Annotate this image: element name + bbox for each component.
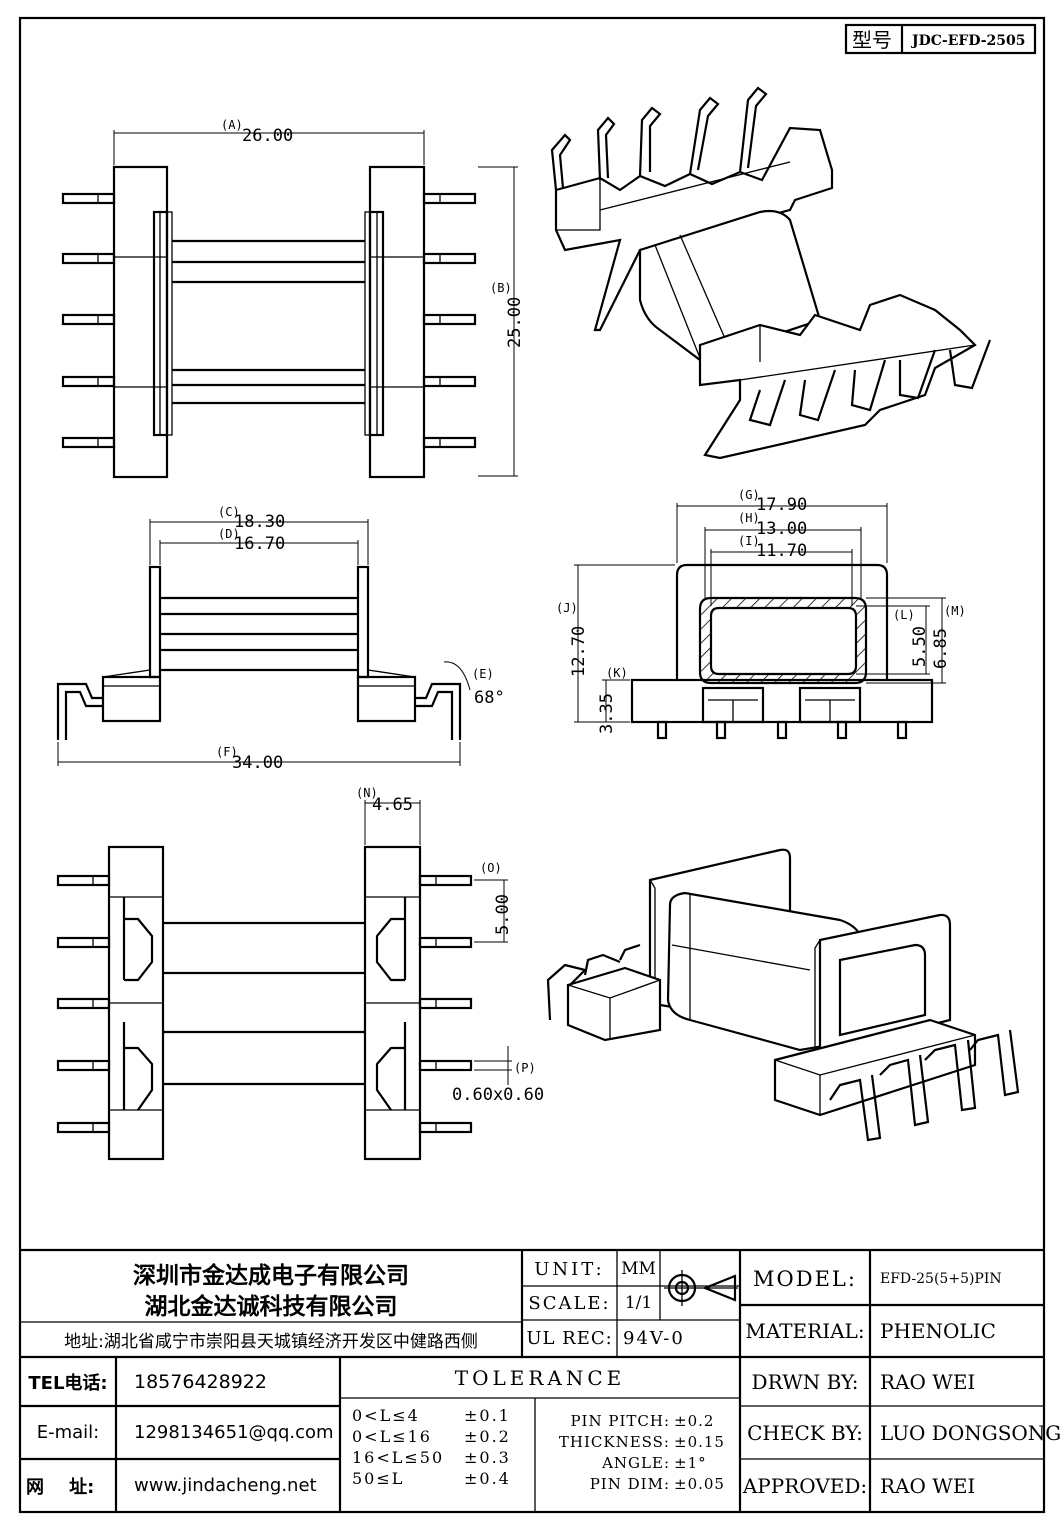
dim-e-value: 68° [474, 688, 505, 708]
projection-symbol [664, 1270, 738, 1306]
dim-d-value: 16.70 [234, 534, 285, 554]
dim-a-value: 26.00 [242, 126, 293, 146]
dim-i-letter: (I) [738, 534, 760, 548]
dim-b-letter: (B) [490, 281, 512, 295]
dim-n-letter: (N) [356, 786, 378, 800]
dim-k-value: 3.35 [597, 693, 617, 734]
bottom-view: (N) 4.65 (O) 5.00 (P) 0.60x0.60 [56, 786, 544, 1161]
dim-l-letter: (L) [893, 608, 915, 622]
dim-c-value: 18.30 [234, 512, 285, 532]
dim-c-letter: (C) [218, 505, 240, 519]
dim-f-letter: (F) [216, 745, 238, 759]
dim-e-letter: (E) [472, 667, 494, 681]
isometric-view-bottom [546, 848, 1020, 1142]
dim-g-letter: (G) [738, 488, 760, 502]
dim-i-value: 11.70 [756, 541, 807, 561]
dim-o-value: 5.00 [493, 894, 513, 935]
model-id-label: 型号 [852, 28, 892, 52]
model-id-value: JDC-EFD-2505 [910, 33, 1026, 49]
model-id-box: 型号 JDC-EFD-2505 [844, 23, 1037, 55]
dim-j-value: 12.70 [569, 626, 589, 677]
dim-l-value: 5.50 [910, 626, 930, 667]
dim-h-letter: (H) [738, 511, 760, 525]
dim-o-letter: (O) [480, 861, 502, 875]
dim-p-value: 0.60x0.60 [452, 1085, 544, 1105]
front-view: (C) 18.30 (D) 16.70 (E) 68° (F) 34.00 [56, 505, 505, 773]
dim-d-letter: (D) [218, 527, 240, 541]
dim-j-letter: (J) [556, 601, 578, 615]
side-view: (G) 17.90 (H) 13.00 (I) 11.70 (J) 12.70 … [556, 488, 966, 740]
dim-h-value: 13.00 [756, 519, 807, 539]
dim-f-value: 34.00 [232, 753, 283, 773]
dim-b-value: 25.00 [505, 297, 525, 348]
dim-k-letter: (K) [606, 666, 628, 680]
dim-m-value: 6.85 [931, 628, 951, 669]
isometric-view-top [550, 86, 992, 460]
dim-m-letter: (M) [944, 604, 966, 618]
top-view: (A) 26.00 (B) 25.00 [61, 118, 525, 479]
dim-p-letter: (P) [514, 1061, 536, 1075]
dim-g-value: 17.90 [756, 495, 807, 515]
title-block-grid [20, 1248, 1044, 1512]
dim-n-value: 4.65 [372, 795, 413, 815]
dim-a-letter: (A) [221, 118, 243, 132]
outer-border [18, 16, 1046, 1514]
